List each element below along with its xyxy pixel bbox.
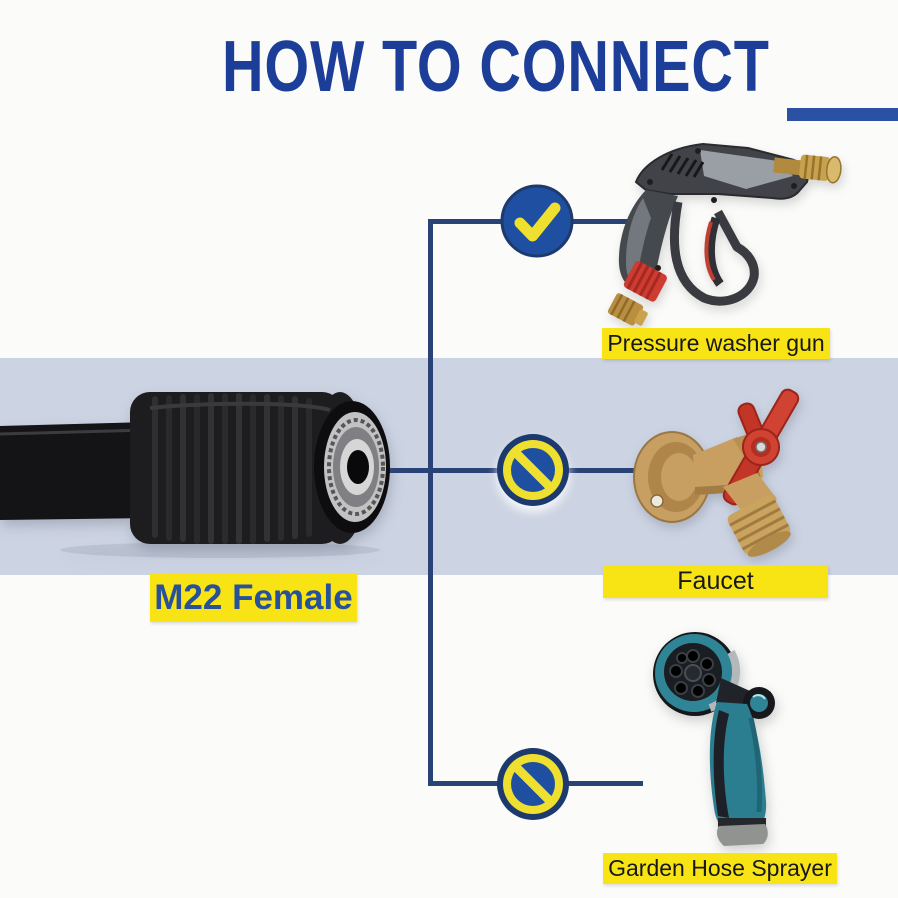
target-label-gun: Pressure washer gun [602,328,830,359]
check-icon [500,184,574,258]
target-label-sprayer: Garden Hose Sprayer [603,853,837,884]
target-label-faucet: Faucet [603,565,828,598]
prohibited-icon [496,433,570,507]
page-title: HOW TO CONNECT [222,27,770,107]
title-underline [787,108,898,121]
m22-female-connector-image [0,378,400,563]
prohibited-icon [496,747,570,821]
pressure-washer-gun-image [598,136,873,336]
source-label: M22 Female [150,573,357,622]
garden-hose-sprayer-image [638,616,883,856]
connector-line-trunk [428,219,433,786]
faucet-image [605,381,898,563]
